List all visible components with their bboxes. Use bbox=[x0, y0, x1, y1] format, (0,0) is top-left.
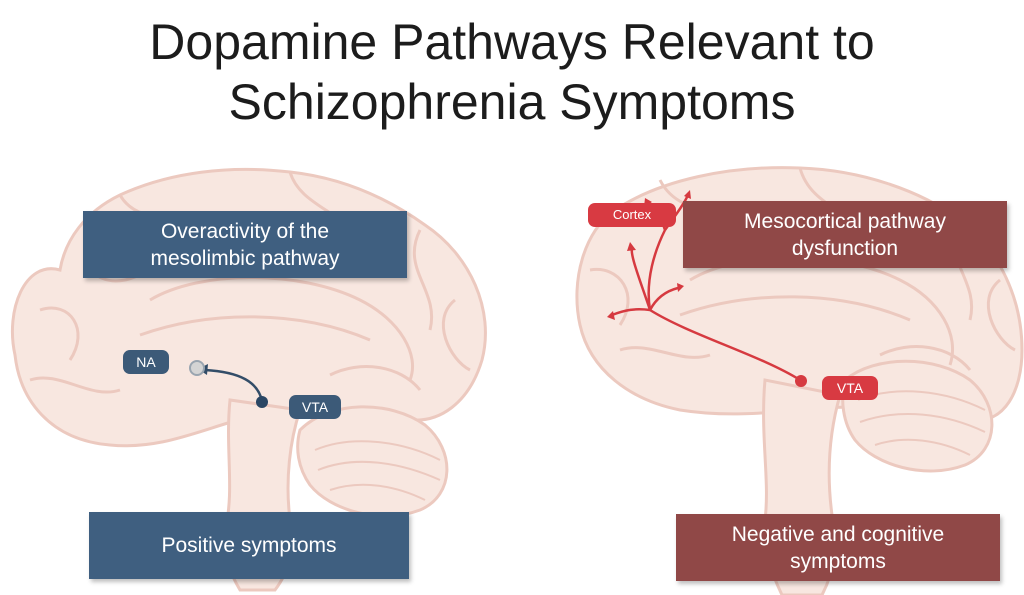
vta-label-left: VTA bbox=[289, 395, 341, 419]
mesolimbic-overactivity-box: Overactivity of the mesolimbic pathway bbox=[83, 211, 407, 278]
mesocortical-arrowheads bbox=[607, 190, 691, 320]
cortex-label: Cortex bbox=[588, 203, 676, 227]
mesolimbic-box-line-2: mesolimbic pathway bbox=[150, 246, 340, 270]
vta-label-right: VTA bbox=[822, 376, 878, 400]
mesocortical-box-line-1: Mesocortical pathway bbox=[744, 209, 946, 233]
mesolimbic-box-line-1: Overactivity of the bbox=[160, 219, 330, 243]
mesocortical-box-line-2: dysfunction bbox=[791, 236, 899, 260]
mesolimbic-pathway-arrow bbox=[204, 368, 264, 402]
negative-box-line-1: Negative and cognitive bbox=[731, 522, 945, 546]
title-line-2: Schizophrenia Symptoms bbox=[228, 74, 796, 130]
left-cerebellum-folds bbox=[314, 440, 441, 501]
page-title: Dopamine Pathways Relevant to Schizophre… bbox=[0, 12, 1024, 132]
title-line-1: Dopamine Pathways Relevant to bbox=[149, 14, 875, 70]
na-label: NA bbox=[123, 350, 169, 374]
vta-node-left bbox=[256, 396, 268, 408]
negative-box-line-2: symptoms bbox=[790, 549, 886, 573]
vta-node-right bbox=[795, 375, 807, 387]
mesocortical-dysfunction-box: Mesocortical pathway dysfunction bbox=[683, 201, 1007, 268]
positive-symptoms-box: Positive symptoms bbox=[89, 512, 409, 579]
na-node bbox=[189, 360, 205, 376]
negative-cognitive-symptoms-box: Negative and cognitive symptoms bbox=[676, 514, 1000, 581]
